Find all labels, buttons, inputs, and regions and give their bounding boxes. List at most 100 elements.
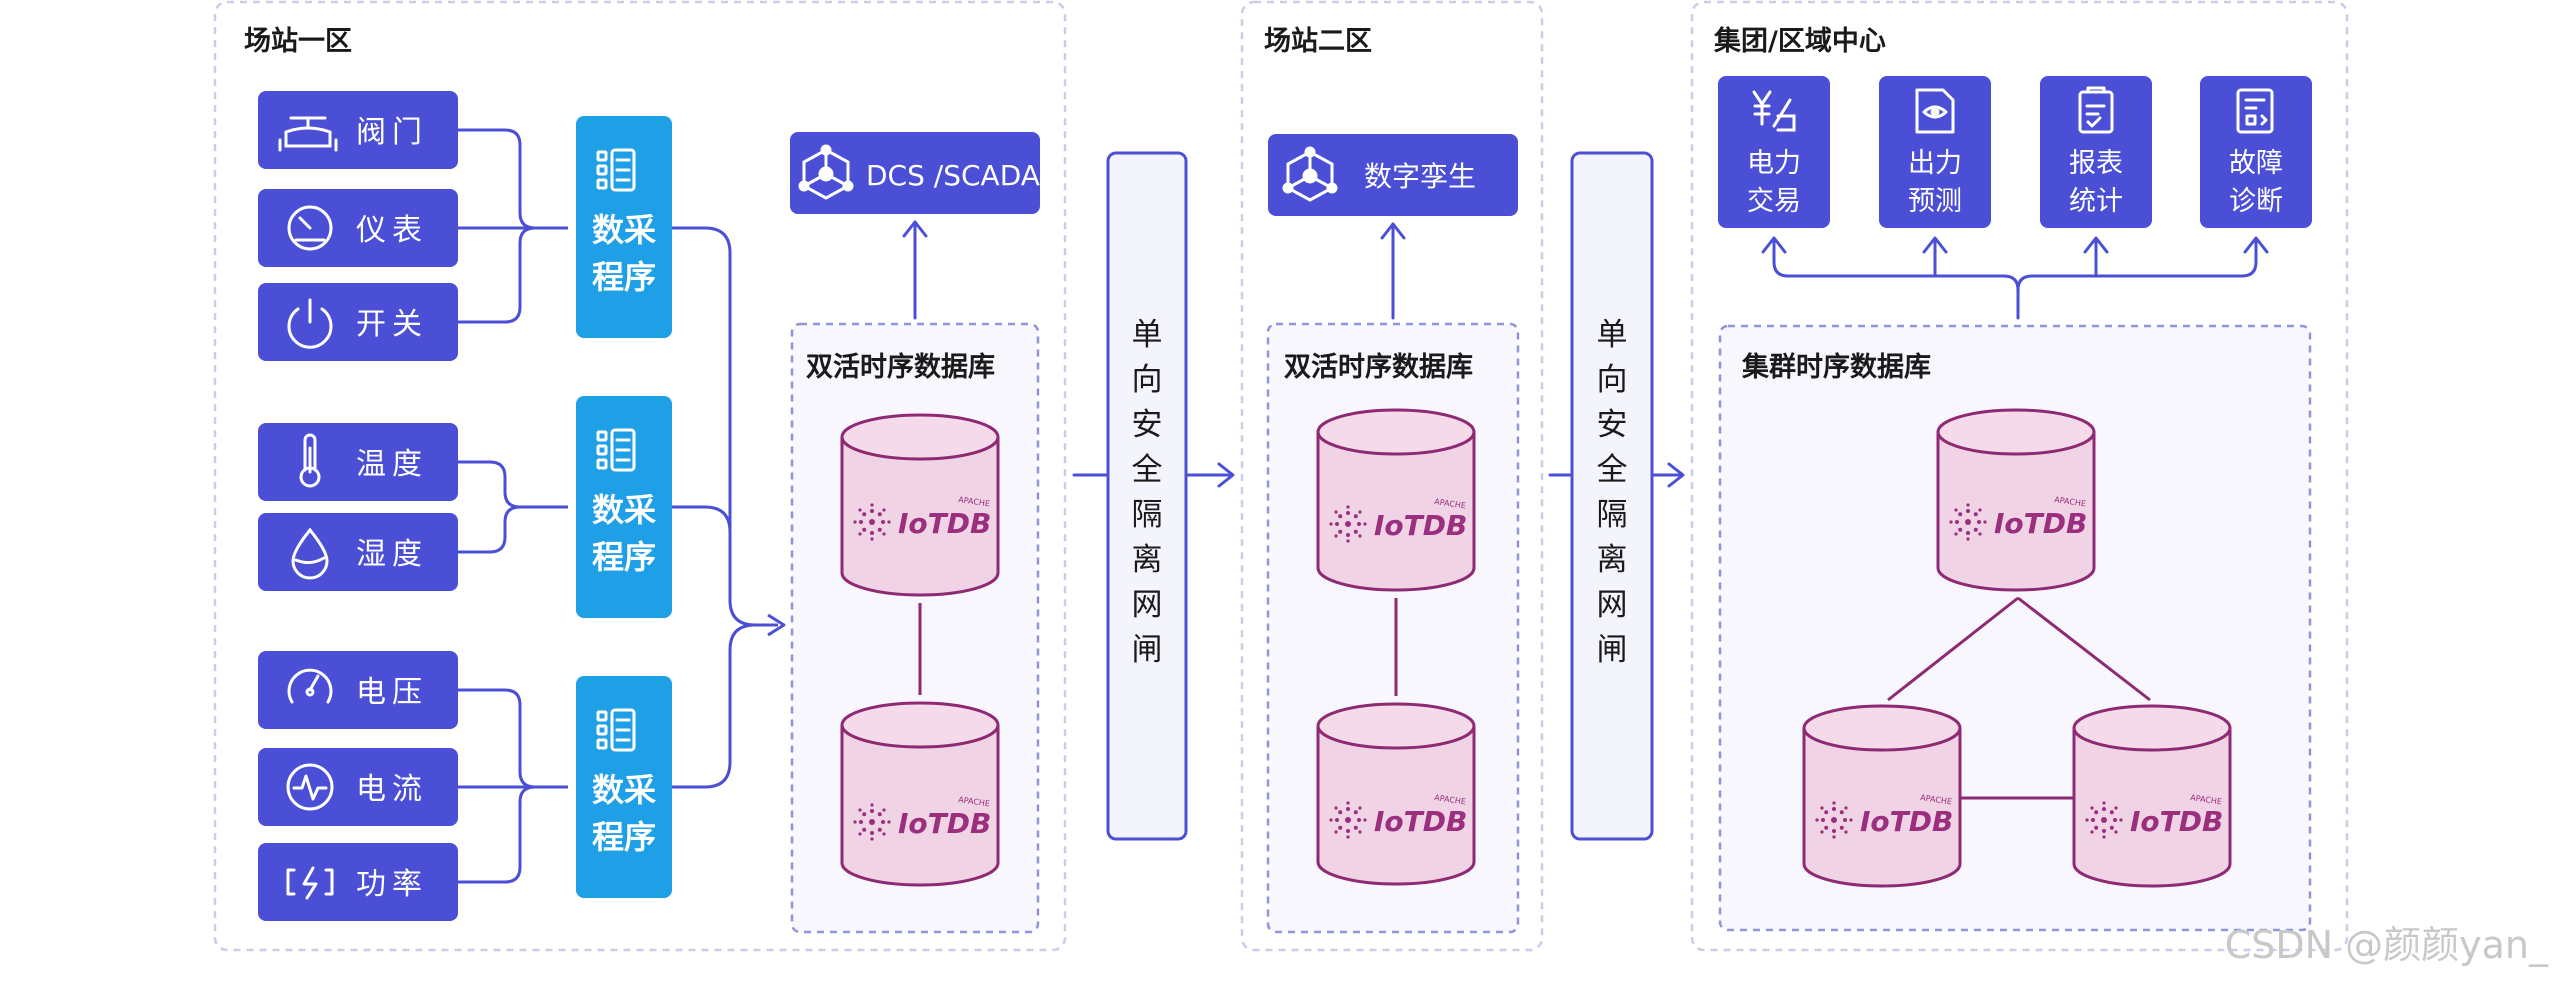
zone-3-border bbox=[1690, 0, 2349, 952]
sensor-valve[interactable]: 阀门 bbox=[258, 91, 458, 169]
sensor-switch[interactable]: 开关 bbox=[258, 283, 458, 361]
app-output-forecast[interactable]: 出力 预测 bbox=[1879, 76, 1991, 228]
collector-label-line1: 数采 bbox=[592, 771, 656, 809]
diagnosis-icon bbox=[2236, 88, 2274, 134]
collector-icon bbox=[596, 148, 636, 192]
dcs-scada-label: DCS /SCADA bbox=[866, 159, 1040, 192]
app-label-line2: 诊断 bbox=[2229, 186, 2283, 217]
database-cylinder: IoTDB APACHE bbox=[1936, 408, 2096, 592]
app-label-line1: 电力 bbox=[1747, 148, 1801, 179]
cluster-db-label: 集群时序数据库 bbox=[1741, 351, 1931, 383]
water-drop-icon bbox=[291, 527, 329, 580]
app-connectors bbox=[1761, 236, 2269, 320]
arrow-to-digital-twin bbox=[1380, 222, 1406, 320]
gateway-char: 安 bbox=[1132, 407, 1163, 443]
security-gateway-1: 单 向 安 全 隔 离 网 闸 bbox=[1106, 151, 1188, 841]
app-label-line2: 统计 bbox=[2069, 186, 2123, 217]
app-power-trading[interactable]: 电力 交易 bbox=[1718, 76, 1830, 228]
power-icon bbox=[287, 298, 333, 349]
gateway-char: 闸 bbox=[1132, 632, 1163, 668]
clipboard-check-icon bbox=[2078, 86, 2114, 134]
sensor-humidity[interactable]: 湿度 bbox=[258, 513, 458, 591]
app-label-line2: 交易 bbox=[1747, 186, 1801, 217]
gateway-char: 离 bbox=[1132, 542, 1163, 578]
sensor-voltage[interactable]: 电压 bbox=[258, 651, 458, 729]
apache-label: APACHE bbox=[1434, 793, 1467, 806]
gauge-icon bbox=[287, 205, 333, 251]
zone-2-title: 场站二区 bbox=[1264, 26, 1372, 57]
gateway-char: 隔 bbox=[1597, 497, 1628, 533]
zone-1-border bbox=[213, 0, 1067, 952]
collector-3[interactable]: 数采 程序 bbox=[576, 676, 672, 898]
collector-label-line2: 程序 bbox=[592, 818, 656, 856]
sensor-label: 湿度 bbox=[356, 537, 428, 572]
sensor-label: 开关 bbox=[356, 307, 428, 342]
collector-label-line1: 数采 bbox=[592, 491, 656, 529]
apache-label: APACHE bbox=[2054, 495, 2087, 508]
gateway-char: 网 bbox=[1597, 587, 1628, 623]
sensor-label: 阀门 bbox=[356, 115, 428, 150]
iotdb-brand: IoTDB bbox=[1374, 805, 1467, 838]
collector-label-line2: 程序 bbox=[592, 538, 656, 576]
dual-db-label: 双活时序数据库 bbox=[806, 351, 995, 383]
iotdb-brand: IoTDB bbox=[1374, 509, 1467, 542]
iotdb-brand: IoTDB bbox=[1860, 805, 1953, 838]
sensor-label: 电压 bbox=[356, 675, 428, 710]
digital-twin-label: 数字孪生 bbox=[1364, 160, 1476, 193]
battery-charging-icon bbox=[286, 866, 334, 900]
app-label-line1: 故障 bbox=[2229, 148, 2283, 179]
digital-twin-box[interactable]: 数字孪生 bbox=[1268, 134, 1518, 216]
app-report-stats[interactable]: 报表 统计 bbox=[2040, 76, 2152, 228]
cluster-links bbox=[1887, 596, 2151, 800]
apache-label: APACHE bbox=[958, 495, 991, 508]
security-gateway-2: 单 向 安 全 隔 离 网 闸 bbox=[1570, 151, 1654, 841]
iotdb-brand: IoTDB bbox=[898, 807, 991, 840]
sensor-label: 温度 bbox=[356, 447, 428, 482]
sensor-meter[interactable]: 仪表 bbox=[258, 189, 458, 267]
app-label-line2: 预测 bbox=[1908, 186, 1962, 217]
connectors-zone-1 bbox=[458, 128, 778, 884]
collector-2[interactable]: 数采 程序 bbox=[576, 396, 672, 618]
gateway-char: 网 bbox=[1132, 587, 1163, 623]
gateway-char: 向 bbox=[1597, 362, 1628, 398]
apache-label: APACHE bbox=[2190, 793, 2223, 806]
sensor-temperature[interactable]: 温度 bbox=[258, 423, 458, 501]
collector-icon bbox=[596, 428, 636, 472]
thermometer-icon bbox=[299, 433, 321, 488]
collector-1[interactable]: 数采 程序 bbox=[576, 116, 672, 338]
sensor-current[interactable]: 电流 bbox=[258, 748, 458, 826]
database-cylinder: IoTDB APACHE bbox=[840, 413, 1000, 597]
gateway-char: 安 bbox=[1597, 407, 1628, 443]
sensor-label: 电流 bbox=[356, 772, 428, 807]
zone-3-title: 集团/区域中心 bbox=[1713, 25, 1886, 57]
dual-db-label: 双活时序数据库 bbox=[1284, 351, 1473, 383]
collector-label-line1: 数采 bbox=[592, 211, 656, 249]
app-fault-diagnosis[interactable]: 故障 诊断 bbox=[2200, 76, 2312, 228]
arrow-to-dcs bbox=[902, 220, 928, 320]
gateway-char: 隔 bbox=[1132, 497, 1163, 533]
document-eye-icon bbox=[1915, 88, 1955, 134]
database-cylinder: IoTDB APACHE bbox=[1316, 408, 1476, 592]
iotdb-brand: IoTDB bbox=[2130, 805, 2223, 838]
sensor-power[interactable]: 功率 bbox=[258, 843, 458, 921]
speedometer-icon bbox=[287, 668, 333, 704]
database-cylinder: IoTDB APACHE bbox=[2072, 704, 2232, 888]
database-cylinder: IoTDB APACHE bbox=[840, 701, 1000, 887]
gateway-2-arrows bbox=[1548, 462, 1685, 488]
zone-2-border bbox=[1240, 0, 1544, 952]
watermark: CSDN @颜颜yan_ bbox=[2225, 923, 2549, 967]
collector-icon bbox=[596, 708, 636, 752]
iotdb-brand: IoTDB bbox=[898, 507, 991, 540]
dcs-scada-box[interactable]: DCS /SCADA bbox=[790, 132, 1040, 214]
gateway-char: 单 bbox=[1132, 317, 1163, 353]
sensor-group: 阀门 仪表 开关 bbox=[258, 91, 458, 921]
network-node-icon bbox=[1282, 146, 1338, 202]
gateway-char: 全 bbox=[1597, 452, 1628, 488]
iotdb-brand: IoTDB bbox=[1994, 507, 2087, 540]
gateway-1-arrows bbox=[1072, 462, 1235, 488]
apache-label: APACHE bbox=[1920, 793, 1953, 806]
pulse-icon bbox=[286, 763, 334, 811]
database-cylinder: IoTDB APACHE bbox=[1316, 702, 1476, 886]
valve-icon bbox=[278, 116, 338, 152]
zone-1-title: 场站一区 bbox=[244, 26, 352, 57]
